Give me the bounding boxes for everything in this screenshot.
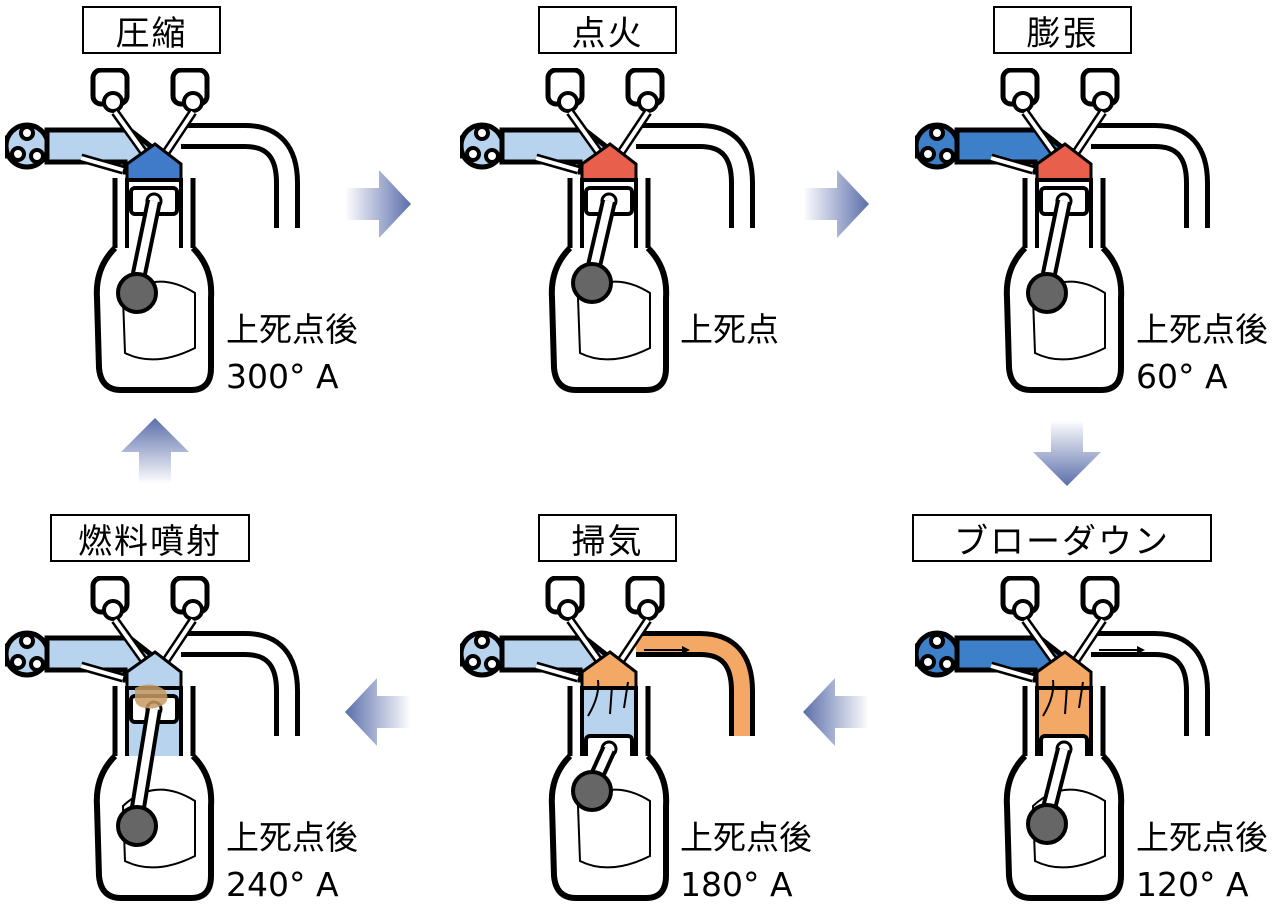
stage-caption-fuel-injection: 上死点後 240° A [226,814,358,908]
caption-line1: 上死点後 [680,818,812,857]
arrow-up-icon [121,418,189,484]
engine-diagram-ignition [460,68,755,393]
caption-line1: 上死点 [680,310,779,349]
engine-diagram-blowdown [915,576,1210,901]
stage-title-fuel-injection: 燃料噴射 [50,514,250,562]
arrow-left-icon [803,678,869,746]
stage-caption-expansion: 上死点後 60° A [1136,306,1268,400]
stage-title-scavenging: 掃気 [538,514,677,562]
caption-line1: 上死点後 [1136,818,1268,857]
arrow-right-icon [803,170,869,238]
stage-title-blowdown: ブローダウン [912,514,1212,562]
engine-diagram-fuel-injection [5,576,300,901]
stage-caption-compression: 上死点後 300° A [226,306,358,400]
stage-caption-blowdown: 上死点後 120° A [1136,814,1268,908]
caption-line2: 180° A [680,865,793,904]
caption-line1: 上死点後 [1136,310,1268,349]
engine-diagram-compression [5,68,300,393]
caption-line2: 120° A [1136,865,1249,904]
arrow-down-icon [1033,420,1101,486]
caption-line1: 上死点後 [226,818,358,857]
engine-diagram-expansion [915,68,1210,393]
caption-line2: 300° A [226,357,339,396]
arrow-left-icon [345,678,411,746]
stage-title-compression: 圧縮 [82,6,221,54]
caption-line2: 60° A [1136,357,1228,396]
stage-title-expansion: 膨張 [993,6,1132,54]
arrow-right-icon [345,170,411,238]
stage-title-ignition: 点火 [538,6,677,54]
stage-caption-scavenging: 上死点後 180° A [680,814,812,908]
engine-diagram-scavenging [460,576,755,901]
caption-line2: 240° A [226,865,339,904]
stage-caption-ignition: 上死点 [680,306,779,353]
caption-line1: 上死点後 [226,310,358,349]
